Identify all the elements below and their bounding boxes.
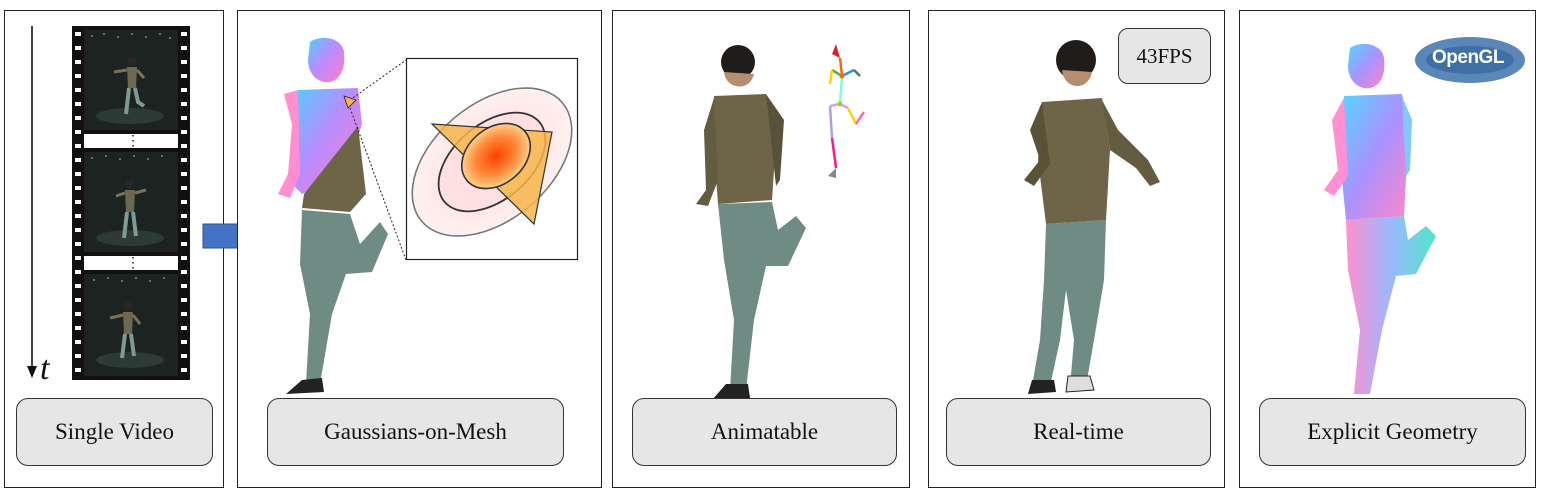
opengl-logo-shape [1415,37,1525,83]
opengl-logo: OpenGL [1432,47,1504,68]
time-axis-label: t [40,350,50,387]
fps-badge: 43FPS [1118,28,1211,84]
film-dots-2: ⋮ [126,256,140,271]
animatable-avatar-figure [696,45,806,400]
caption-real-time: Real-time [946,398,1211,466]
caption-single-video: Single Video [16,398,213,466]
skeleton-icon [828,44,866,178]
gaussians-on-mesh-figure [278,37,388,394]
time-axis-arrow [27,26,37,378]
gaussian-zoom-inset [405,57,579,261]
video-film-strip [72,26,190,380]
zoom-lines [343,59,407,261]
film-dots-1: ⋮ [126,134,140,149]
explicit-geometry-mesh-figure [1324,43,1436,394]
caption-animatable: Animatable [632,398,897,466]
real-time-avatar-figure [1024,40,1160,394]
caption-gaussians-on-mesh: Gaussians-on-Mesh [267,398,564,466]
caption-explicit-geometry: Explicit Geometry [1259,398,1526,466]
